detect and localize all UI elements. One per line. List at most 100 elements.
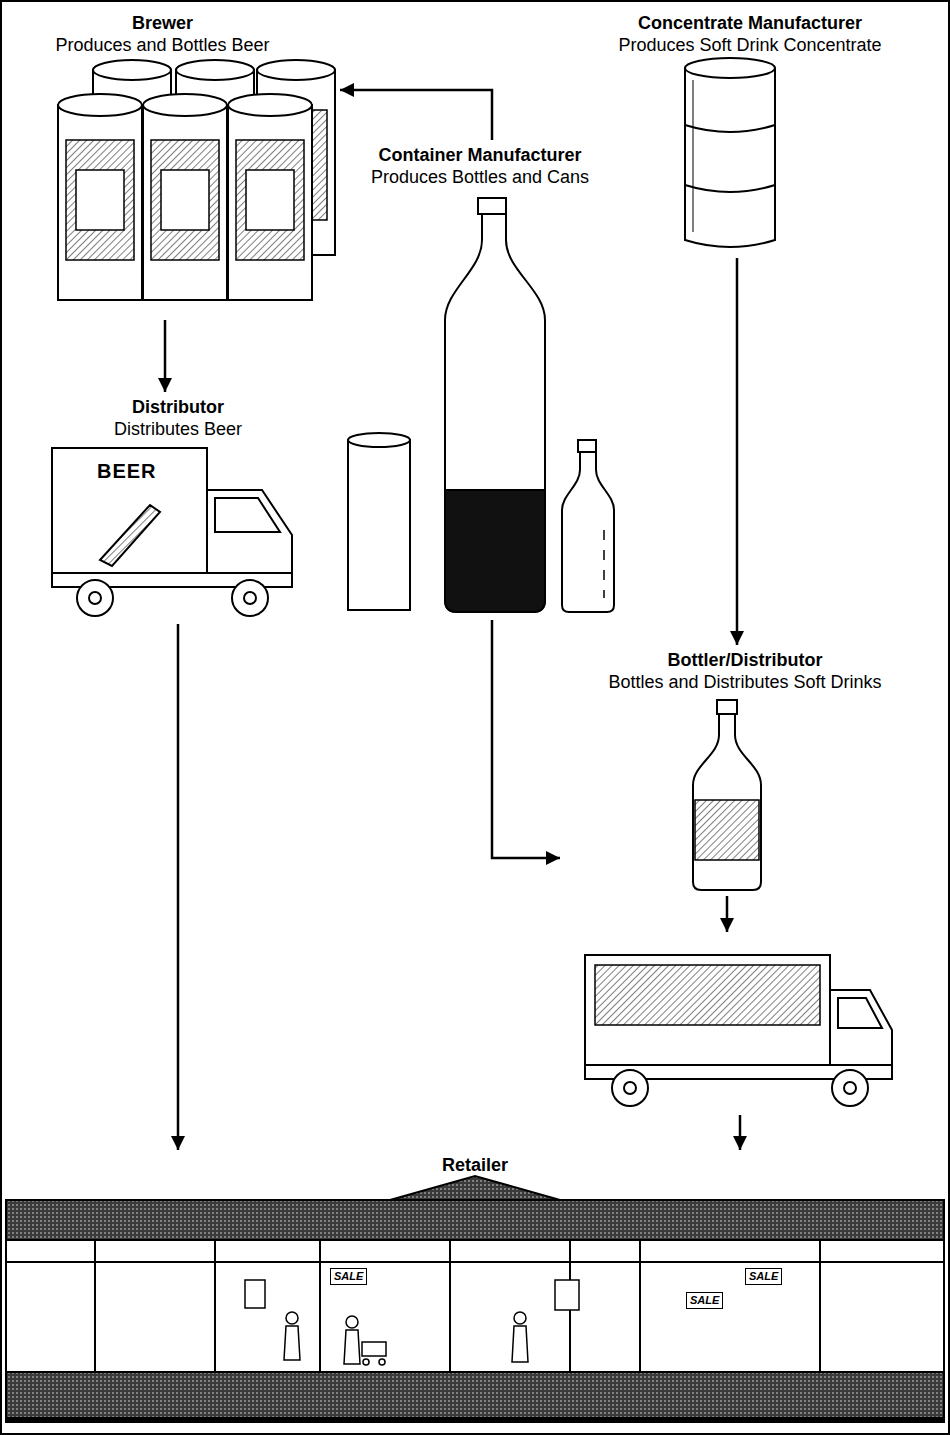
stage-heading: Bottler/Distributor bbox=[668, 649, 823, 671]
soft-drink-truck-part bbox=[585, 955, 830, 1065]
flow-arrow bbox=[726, 896, 729, 932]
beer-truck bbox=[52, 448, 292, 616]
beer-cans-part-part bbox=[257, 60, 335, 80]
containers-part bbox=[562, 452, 614, 612]
beer-cans-part-part bbox=[176, 60, 254, 80]
soft-drink-bottle bbox=[693, 700, 761, 890]
beer-cans-part bbox=[58, 94, 312, 300]
store-building-part bbox=[319, 1240, 321, 1372]
soft-drink-bottle-part bbox=[695, 800, 759, 860]
store-building-part bbox=[6, 1240, 944, 1372]
stage-description: Produces and Bottles Beer bbox=[55, 34, 269, 56]
flow-arrow bbox=[177, 624, 180, 1150]
supply-stage: DistributorDistributes Beer bbox=[45, 392, 311, 624]
flow-arrow bbox=[164, 320, 167, 392]
beer-cans-part-part bbox=[151, 140, 219, 260]
soft-drink-truck-part bbox=[832, 1070, 868, 1106]
concentrate-drum-part bbox=[685, 125, 775, 132]
soft-drink-truck-part bbox=[612, 1070, 648, 1106]
beer-truck-part bbox=[89, 592, 101, 604]
store-building-part bbox=[449, 1240, 451, 1372]
beer-truck-part bbox=[52, 448, 207, 573]
shoppers-part bbox=[286, 1312, 298, 1324]
containers-part bbox=[603, 530, 605, 598]
supply-stage: BrewerProduces and Bottles Beer bbox=[45, 8, 340, 320]
containers-part bbox=[478, 198, 506, 214]
sale-sign: SALE bbox=[330, 1268, 367, 1285]
concentrate-drum bbox=[685, 58, 775, 247]
sale-sign: SALE bbox=[686, 1292, 723, 1309]
containers-part bbox=[445, 490, 545, 612]
beer-truck-part bbox=[232, 580, 268, 616]
shoppers-part bbox=[379, 1359, 385, 1365]
store-building-part bbox=[6, 1372, 944, 1418]
beer-truck-part bbox=[244, 592, 256, 604]
concentrate-drum-part bbox=[685, 185, 775, 192]
store-building-part bbox=[94, 1240, 96, 1372]
shoppers-part bbox=[362, 1342, 386, 1356]
stage-heading: Brewer bbox=[132, 12, 193, 34]
flow-arrow bbox=[492, 620, 560, 858]
containers-part bbox=[578, 440, 596, 452]
store-building-part bbox=[214, 1240, 216, 1372]
soft-drink-truck bbox=[585, 955, 892, 1106]
stage-heading: Concentrate Manufacturer bbox=[638, 12, 862, 34]
shoppers-part bbox=[514, 1312, 526, 1324]
shoppers bbox=[284, 1312, 528, 1365]
containers-part bbox=[348, 433, 410, 447]
containers-part bbox=[348, 440, 410, 610]
stage-description: Bottles and Distributes Soft Drinks bbox=[608, 671, 881, 693]
beer-cans-part-part bbox=[246, 170, 294, 230]
beer-cans-part-part bbox=[228, 105, 312, 300]
flow-arrow bbox=[736, 258, 739, 645]
stage-description: Produces Bottles and Cans bbox=[371, 166, 589, 188]
store-building-part bbox=[639, 1240, 641, 1372]
store-building bbox=[6, 1176, 944, 1422]
beer-cans-part-part bbox=[143, 105, 227, 300]
soft-drink-truck-part bbox=[838, 998, 882, 1028]
beer-cans-part-part bbox=[93, 60, 171, 80]
flow-arrow bbox=[739, 1115, 742, 1150]
soft-drink-truck-part bbox=[844, 1082, 856, 1094]
beer-cans-part-part bbox=[236, 140, 304, 260]
shoppers-part bbox=[363, 1359, 369, 1365]
beer-cans-part-part bbox=[58, 105, 142, 300]
shoppers-part bbox=[512, 1326, 528, 1362]
containers bbox=[348, 198, 614, 612]
supply-stage: Retailer bbox=[0, 1150, 950, 1435]
store-building-part bbox=[6, 1418, 944, 1422]
supply-stage: Container ManufacturerProduces Bottles a… bbox=[340, 140, 620, 620]
flow-arrow bbox=[340, 90, 492, 140]
truck-lettering: BEER bbox=[95, 460, 159, 482]
stage-heading: Container Manufacturer bbox=[378, 144, 581, 166]
beer-truck-part bbox=[77, 580, 113, 616]
supply-stage: Bottler/DistributorBottles and Distribut… bbox=[560, 645, 930, 1115]
soft-drink-truck-part bbox=[624, 1082, 636, 1094]
beer-truck-part bbox=[207, 490, 292, 585]
store-building-part bbox=[819, 1240, 821, 1372]
beer-cans-part-part bbox=[161, 170, 209, 230]
soft-drink-truck-part bbox=[595, 965, 820, 1025]
store-building-part bbox=[6, 1200, 944, 1240]
stage-description: Distributes Beer bbox=[114, 418, 242, 440]
concentrate-drum-part bbox=[685, 68, 775, 247]
beer-truck-part bbox=[215, 498, 280, 532]
beer-cans-part-part bbox=[143, 94, 227, 116]
store-building-part bbox=[245, 1280, 265, 1308]
stage-heading: Retailer bbox=[442, 1154, 508, 1176]
beer-cans-part-part bbox=[66, 140, 134, 260]
soft-drink-bottle-part bbox=[693, 714, 761, 890]
concentrate-drum-part bbox=[693, 80, 694, 232]
store-building-part bbox=[6, 1261, 944, 1263]
shoppers-part bbox=[346, 1316, 358, 1328]
store-building-part bbox=[390, 1176, 560, 1200]
containers-part bbox=[445, 214, 545, 612]
beer-cans-part-part bbox=[228, 94, 312, 116]
concentrate-drum-part bbox=[685, 58, 775, 78]
supply-stage: Concentrate ManufacturerProduces Soft Dr… bbox=[560, 8, 940, 258]
stage-heading: Distributor bbox=[132, 396, 224, 418]
shoppers-part bbox=[284, 1326, 300, 1360]
